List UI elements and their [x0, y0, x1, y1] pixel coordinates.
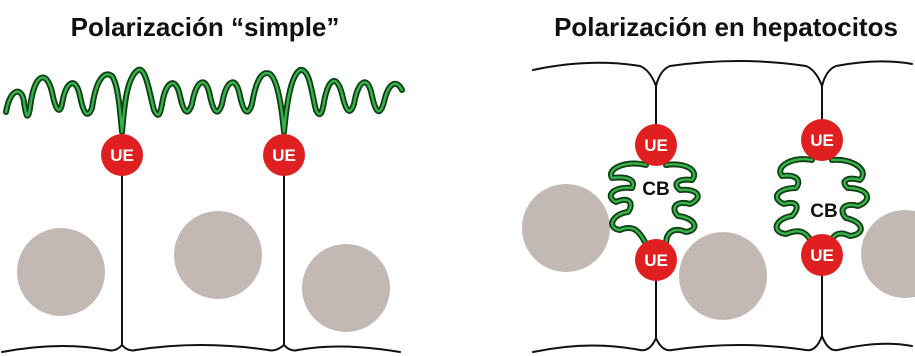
bottom-membrane — [533, 336, 912, 352]
junction-ue: UE — [101, 134, 143, 176]
junction-ue: UE — [801, 234, 843, 276]
junction-ue: UE — [635, 239, 677, 281]
junction-ue: UE — [635, 124, 677, 166]
nucleus — [522, 184, 610, 272]
junction-label: UE — [810, 246, 834, 265]
panel-hepatocyte-polarization: Polarización en hepatocitos CB CB U — [522, 12, 915, 352]
junction-label: UE — [644, 136, 668, 155]
top-membrane — [533, 61, 912, 86]
junction-ue: UE — [801, 119, 843, 161]
nucleus — [679, 232, 767, 320]
bile-canaliculus: CB — [611, 163, 698, 244]
canaliculus-label: CB — [642, 179, 669, 200]
basal-membrane — [2, 345, 400, 352]
nucleus — [17, 228, 105, 316]
junction-ue: UE — [263, 134, 305, 176]
nucleus — [861, 210, 915, 298]
junction-label: UE — [110, 146, 134, 165]
panel-title-hepatocytes: Polarización en hepatocitos — [554, 12, 898, 42]
bile-canaliculus: CB — [777, 159, 868, 242]
panel-title-simple: Polarización “simple” — [71, 12, 340, 42]
apical-microvilli — [6, 70, 402, 132]
nucleus — [302, 244, 390, 332]
junction-label: UE — [644, 251, 668, 270]
junction-label: UE — [810, 131, 834, 150]
junction-label: UE — [272, 146, 296, 165]
canaliculus-label: CB — [810, 201, 837, 222]
panel-simple-polarization: Polarización “simple” UE UE — [2, 12, 402, 352]
nucleus — [174, 211, 262, 299]
